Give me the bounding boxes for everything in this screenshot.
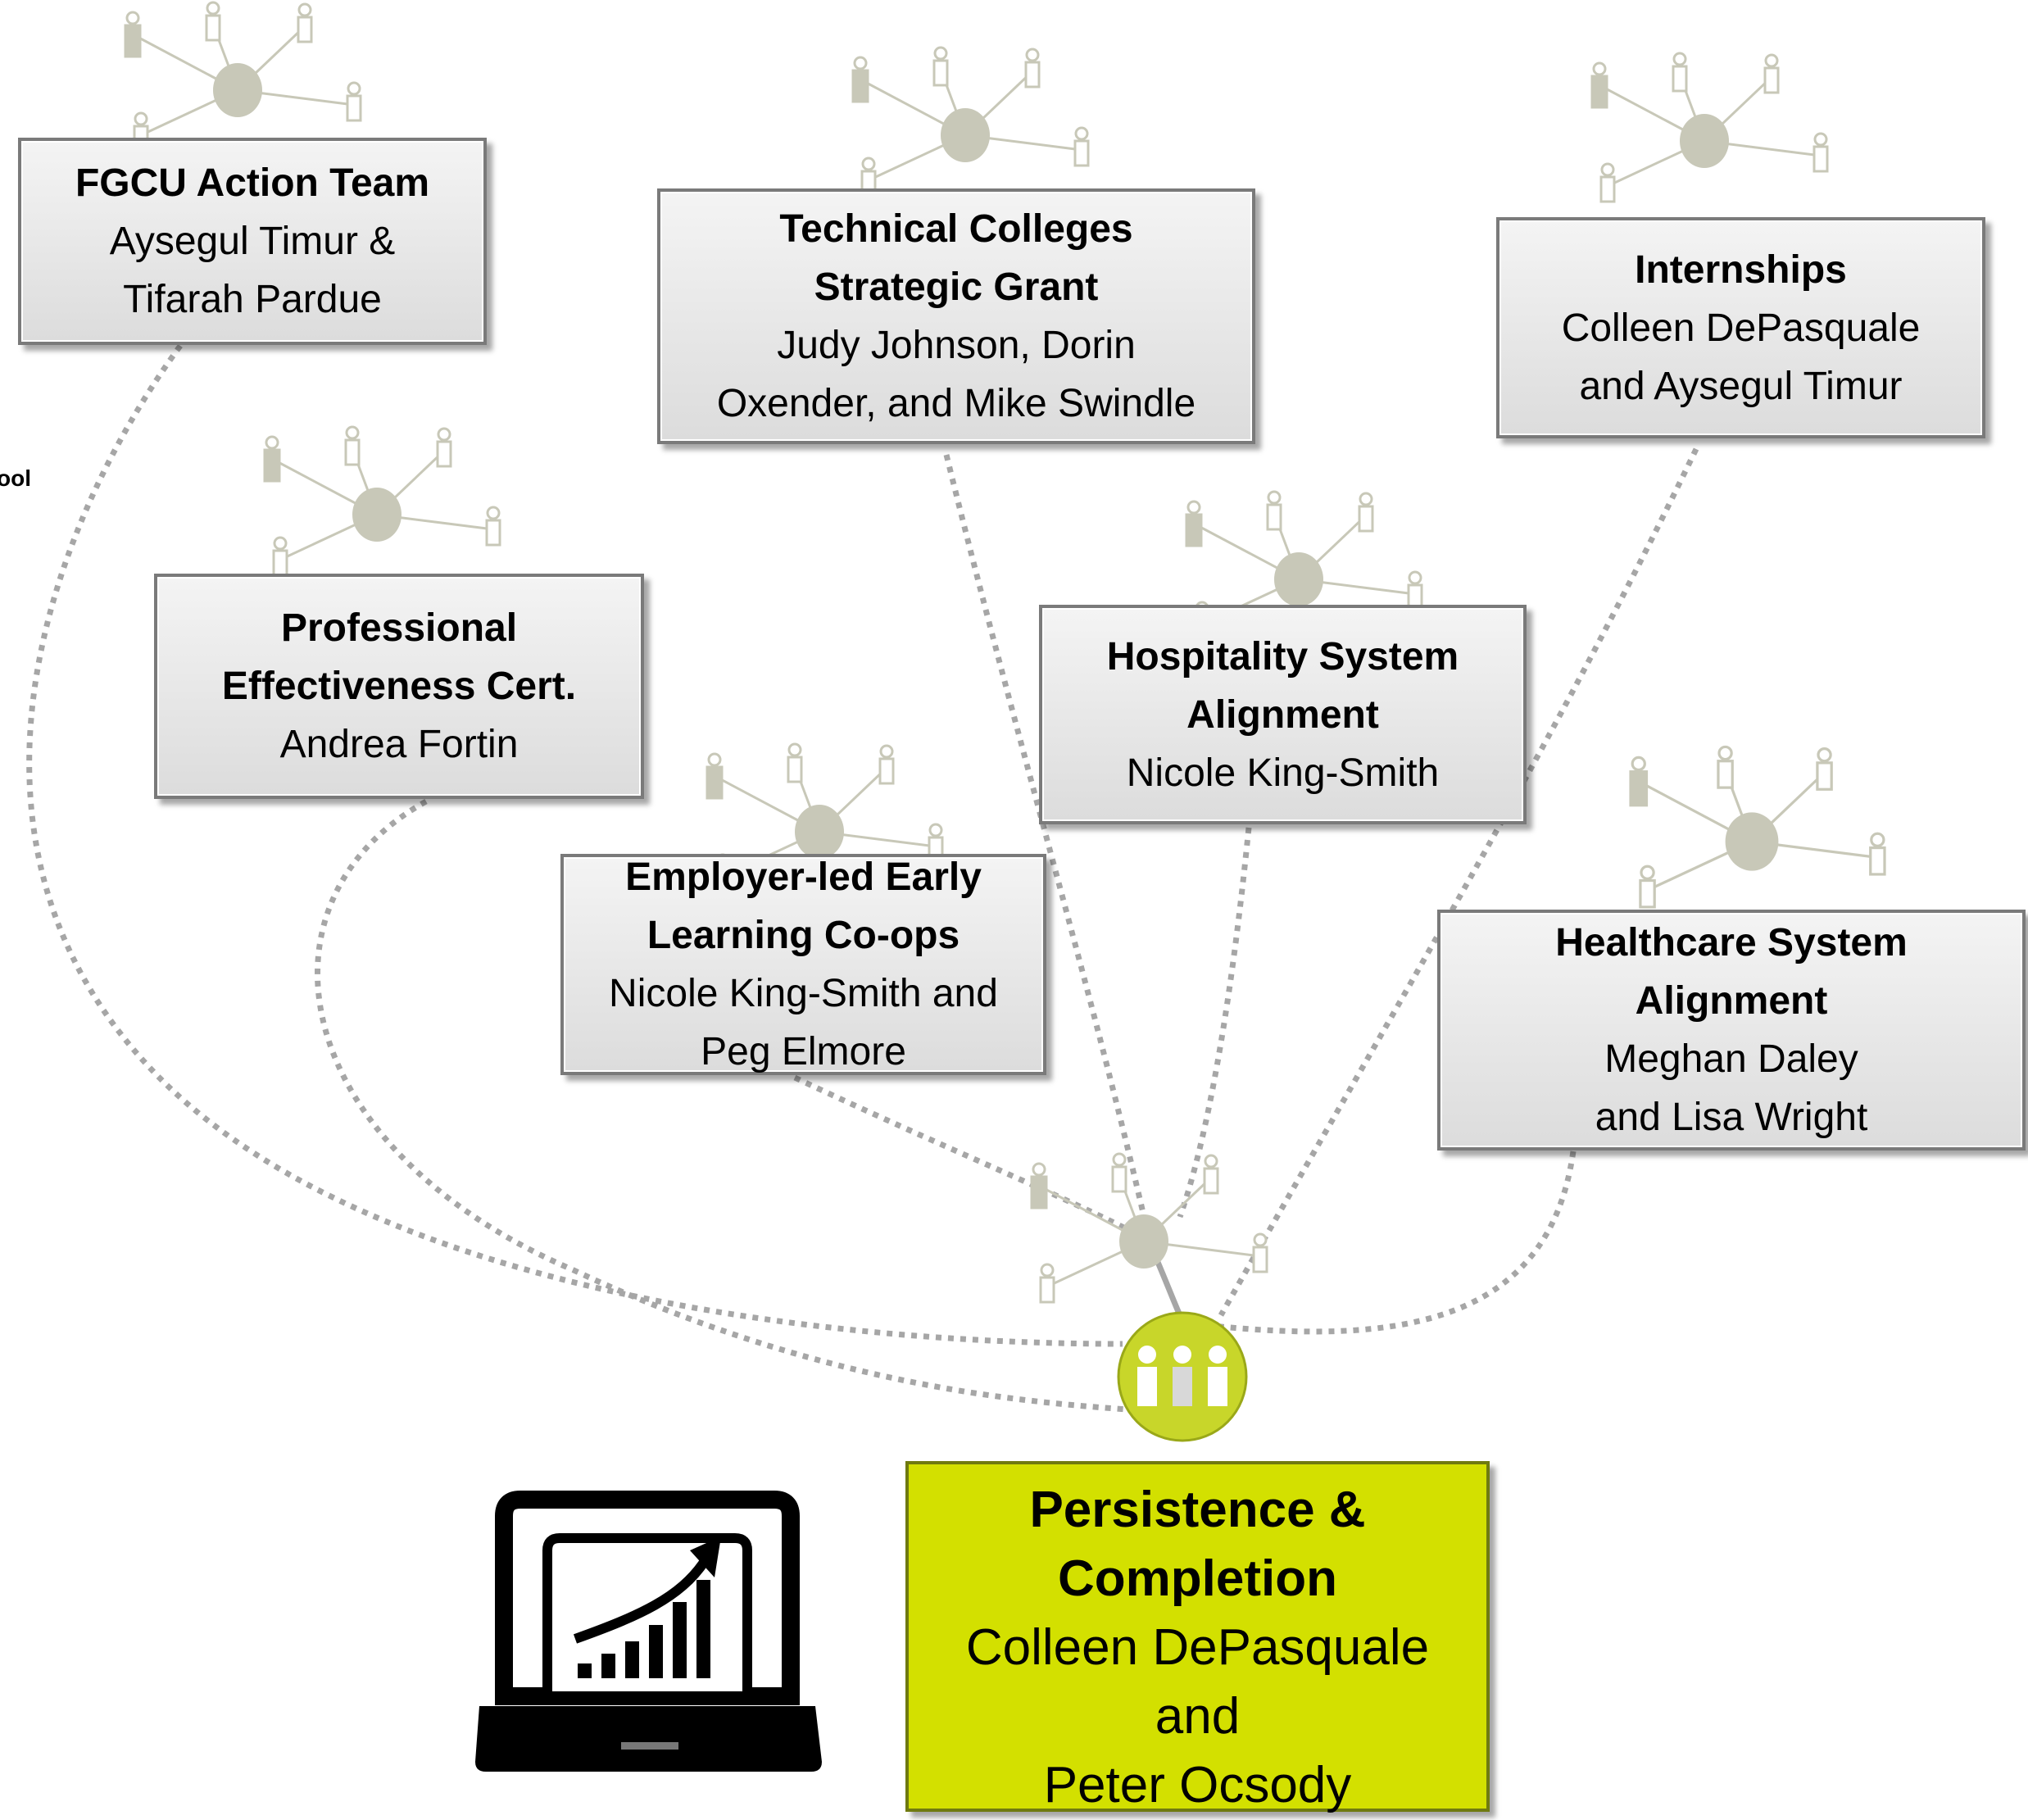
node-names: Peg Elmore <box>701 1030 906 1073</box>
laptop-growth-chart-icon <box>475 1491 822 1772</box>
connector-internships <box>1218 447 1699 1317</box>
connector-technical <box>943 454 1146 1214</box>
node-names: Judy Johnson, Dorin <box>777 324 1136 367</box>
node-names: Oxender, and Mike Swindle <box>716 382 1196 425</box>
node-title: Professional <box>280 606 518 650</box>
people-group-icon <box>1117 1311 1248 1442</box>
node-employer-led-coops: Employer-led Early Learning Co-ops Nicol… <box>560 854 1046 1075</box>
node-names: Tifarah Pardue <box>123 278 382 321</box>
node-title: FGCU Action Team <box>75 161 430 205</box>
node-title: Persistence & <box>1029 1482 1366 1538</box>
node-names: Nicole King-Smith and <box>609 972 998 1015</box>
node-names: Colleen DePasquale <box>1561 306 1921 350</box>
node-names: Peter Ocsody <box>1043 1757 1352 1813</box>
node-names: Nicole King-Smith <box>1126 751 1440 795</box>
node-technical-colleges: Technical Colleges Strategic Grant Judy … <box>657 188 1255 444</box>
node-title: Effectiveness Cert. <box>221 665 577 708</box>
connector-hospitality <box>1177 827 1252 1219</box>
node-title: Completion <box>1058 1550 1337 1607</box>
node-names: and Lisa Wright <box>1595 1096 1868 1139</box>
cut-off-label: ool <box>0 465 31 491</box>
node-title: Alignment <box>1635 979 1828 1023</box>
network-icons <box>124 1 1886 1304</box>
network-icon <box>705 742 944 894</box>
node-title: Learning Co-ops <box>647 914 960 957</box>
node-hospitality-system: Hospitality System Alignment Nicole King… <box>1039 605 1527 824</box>
node-internships: Internships Colleen DePasquale and Ayseg… <box>1496 217 1985 438</box>
node-title: Alignment <box>1186 692 1379 737</box>
node-title: Strategic Grant <box>814 266 1099 309</box>
node-names: Andrea Fortin <box>279 723 519 766</box>
connector-employer <box>793 1074 1145 1241</box>
node-title: Hospitality System <box>1106 634 1459 679</box>
node-names: and <box>1155 1688 1241 1745</box>
node-title: Employer-led Early <box>625 856 982 899</box>
network-icon <box>1185 490 1423 642</box>
node-healthcare-system: Healthcare System Alignment Meghan Daley… <box>1437 910 2026 1151</box>
network-icon <box>1590 52 1829 203</box>
network-icon <box>1629 745 1886 909</box>
connector-healthcare <box>1212 1151 1577 1335</box>
network-icon <box>124 1 362 152</box>
node-professional-effectiveness: Professional Effectiveness Cert. Andrea … <box>154 574 644 799</box>
upward-arrow-icon <box>573 1558 709 1644</box>
network-icon <box>263 425 501 577</box>
connector-fgcu <box>26 343 1123 1347</box>
node-title: Technical Colleges <box>779 207 1133 251</box>
node-names: Aysegul Timur & <box>109 220 396 263</box>
node-fgcu-action-team: FGCU Action Team Aysegul Timur & Tifarah… <box>18 138 487 345</box>
node-persistence-completion: Persistence & Completion Colleen DePasqu… <box>905 1461 1490 1813</box>
connector-professional <box>315 798 1127 1413</box>
node-names: Meghan Daley <box>1604 1037 1858 1081</box>
node-names: Colleen DePasquale <box>965 1619 1430 1676</box>
node-names: and Aysegul Timur <box>1579 364 1903 408</box>
node-title: Healthcare System <box>1555 921 1908 964</box>
network-icon <box>1030 1152 1268 1304</box>
network-icon <box>851 46 1090 197</box>
node-title: Internships <box>1635 247 1847 292</box>
